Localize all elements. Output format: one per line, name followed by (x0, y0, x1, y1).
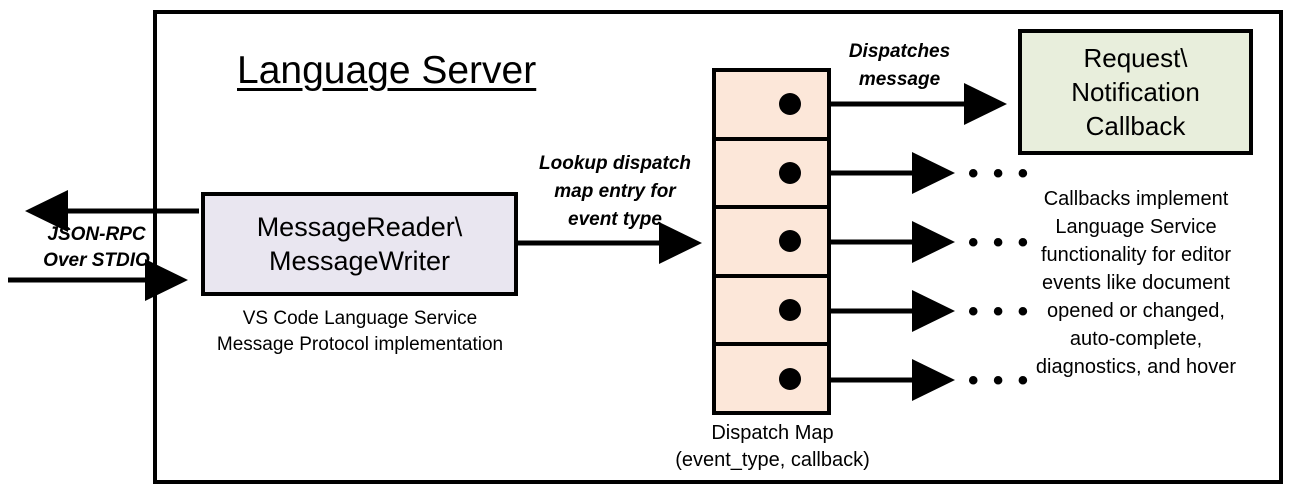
dispatch-map-row[interactable] (716, 209, 827, 278)
callback-caption: Callbacks implement Language Service fun… (1010, 185, 1262, 381)
message-reader-caption-line1: VS Code Language Service (242, 308, 478, 329)
callback-caption-line7: diagnostics, and hover (1035, 356, 1237, 378)
lookup-label-line3: event type (568, 209, 662, 230)
lookup-label-line2: map entry for (554, 181, 676, 202)
dispatch-entry-dot-icon (779, 230, 801, 253)
ellipsis-row-4: • • • (968, 295, 1032, 328)
dispatches-label-line2: message (858, 69, 941, 90)
jsonrpc-label-line2: Over STDIO (43, 250, 150, 271)
jsonrpc-label-line1: JSON-RPC (47, 224, 146, 245)
dispatch-map-caption-line2: (event_type, callback) (675, 449, 870, 471)
callback-caption-line5: opened or changed, (1047, 300, 1225, 322)
message-reader-caption-line2: Message Protocol implementation (216, 334, 504, 355)
dispatch-entry-dot-icon (779, 93, 801, 116)
dispatch-map-caption: Dispatch Map (event_type, callback) (655, 420, 890, 474)
message-reader-label: MessageReader\ (256, 212, 463, 242)
dispatch-map-caption-line1: Dispatch Map (711, 422, 834, 444)
jsonrpc-transport-label: JSON-RPC Over STDIO (24, 222, 169, 274)
dispatch-map-row[interactable] (716, 72, 827, 141)
dispatch-map-row[interactable] (716, 346, 827, 411)
ellipsis-row-2: • • • (968, 157, 1032, 190)
ellipsis-row-3: • • • (968, 226, 1032, 259)
message-writer-label: MessageWriter (268, 246, 451, 276)
lookup-dispatch-label: Lookup dispatch map entry for event type (520, 150, 710, 234)
dispatch-map-row[interactable] (716, 278, 827, 347)
callback-caption-line6: auto-complete, (1069, 328, 1203, 350)
dispatch-entry-dot-icon (779, 161, 801, 184)
dispatch-entry-dot-icon (779, 299, 801, 322)
message-reader-writer-node[interactable]: MessageReader\ MessageWriter (201, 192, 518, 296)
dispatches-label-line1: Dispatches (848, 41, 951, 62)
callback-line2: Notification (1071, 77, 1200, 107)
callback-caption-line4: events like document (1042, 272, 1230, 294)
page-title: Language Server (237, 49, 537, 92)
callback-caption-line3: functionality for editor (1040, 244, 1232, 266)
dispatch-map-row[interactable] (716, 141, 827, 210)
callback-caption-line2: Language Service (1055, 216, 1217, 238)
dispatch-entry-dot-icon (779, 367, 801, 390)
request-notification-callback-node[interactable]: Request\ Notification Callback (1018, 29, 1253, 155)
dispatch-map-table[interactable] (712, 68, 831, 415)
callback-line1: Request\ (1083, 43, 1188, 73)
ellipsis-row-5: • • • (968, 364, 1032, 397)
lookup-label-line1: Lookup dispatch (539, 153, 691, 174)
dispatches-message-label: Dispatches message (832, 38, 967, 94)
message-reader-caption: VS Code Language Service Message Protoco… (185, 306, 535, 358)
callback-line3: Callback (1085, 111, 1186, 141)
language-server-boundary (153, 10, 1283, 484)
callback-caption-line1: Callbacks implement (1043, 188, 1229, 210)
